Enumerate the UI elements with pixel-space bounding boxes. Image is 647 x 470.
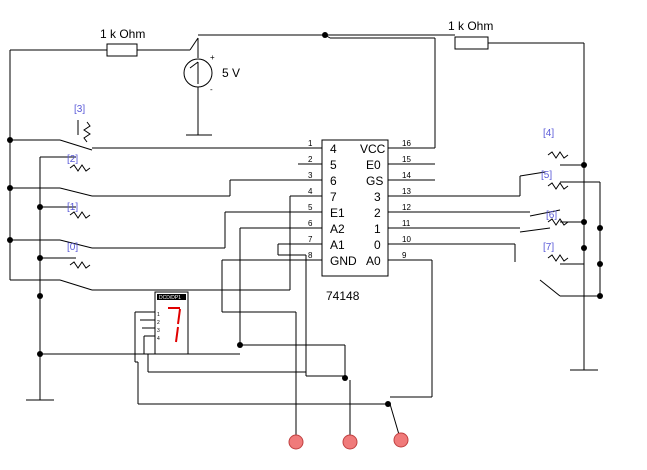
- voltage-source: + - 5 V: [183, 53, 240, 136]
- chip-74148: 74148 1 2 3 4 5 6 7 8 4 5 6 7 E1 A2 A1: [298, 139, 435, 303]
- switch-4[interactable]: [4]: [435, 128, 587, 197]
- switch-7-label: [7]: [543, 242, 554, 253]
- right-pin-num: 14: [402, 171, 411, 180]
- right-pin-num: 10: [402, 235, 411, 244]
- right-pin-label: 2: [374, 206, 381, 220]
- left-pin-num: 6: [308, 219, 313, 228]
- right-pins: 16 15 14 13 12 11 10 9 VCC E0 GS 3 2 1 0…: [360, 139, 435, 268]
- battery-plus: +: [210, 53, 215, 62]
- chip-name: 74148: [326, 289, 360, 303]
- left-pin-label: GND: [330, 254, 357, 268]
- left-pin-label: 5: [330, 158, 337, 172]
- switch-1-label: [1]: [67, 202, 78, 213]
- left-pin-num: 4: [308, 187, 313, 196]
- switch-5-label: [5]: [541, 170, 552, 181]
- right-pin-num: 11: [402, 219, 411, 228]
- right-pin-num: 12: [402, 203, 411, 212]
- display-pin: 2: [157, 320, 160, 326]
- left-pin-label: A1: [330, 238, 345, 252]
- left-pin-num: 1: [308, 139, 313, 148]
- switch-4-label: [4]: [543, 128, 554, 139]
- resistor-right: 1 k Ohm: [448, 19, 493, 50]
- right-pin-num: 16: [402, 139, 411, 148]
- left-pin-num: 7: [308, 235, 313, 244]
- left-pin-num: 5: [308, 203, 313, 212]
- switch-6-label: [6]: [546, 210, 557, 221]
- left-pins: 1 2 3 4 5 6 7 8 4 5 6 7 E1 A2 A1 GND: [298, 139, 357, 268]
- right-pin-label: E0: [366, 158, 381, 172]
- switch-6[interactable]: [6]: [435, 210, 603, 233]
- switch-2[interactable]: [2]: [7, 154, 298, 400]
- right-switch-bank: [4] [5] [6]: [435, 128, 603, 371]
- right-pin-num: 9: [402, 251, 407, 260]
- left-pin-num: 8: [308, 251, 313, 260]
- switch-0-label: [0]: [67, 242, 78, 253]
- left-pin-label: 4: [330, 142, 337, 156]
- switch-5[interactable]: [5]: [435, 170, 601, 296]
- seven-segment-display: DCD/DP1 1 2 3 4: [134, 291, 189, 363]
- right-pin-num: 13: [402, 187, 411, 196]
- probe-a2: [393, 432, 409, 448]
- output-probes: [288, 432, 409, 450]
- right-pin-label: 1: [374, 222, 381, 236]
- right-pin-label: A0: [366, 254, 381, 268]
- left-pin-label: 7: [330, 190, 337, 204]
- right-pin-label: VCC: [360, 142, 386, 156]
- left-pin-label: A2: [330, 222, 345, 236]
- battery-label: 5 V: [222, 66, 240, 80]
- right-pin-label: GS: [366, 174, 383, 188]
- display-pin: 3: [157, 328, 160, 334]
- resistor-left: 1 k Ohm: [100, 27, 145, 57]
- left-pin-num: 2: [308, 155, 313, 164]
- battery-minus: -: [210, 85, 213, 94]
- switch-1[interactable]: [1]: [7, 202, 298, 249]
- segment-c: [175, 326, 179, 343]
- display-pin: 1: [157, 312, 160, 318]
- display-label: DCD/DP1: [159, 295, 181, 301]
- switch-7[interactable]: [7]: [435, 242, 603, 299]
- left-pin-num: 3: [308, 171, 313, 180]
- right-pin-label: 0: [374, 238, 381, 252]
- probe-a0: [288, 434, 304, 450]
- right-pin-label: 3: [374, 190, 381, 204]
- right-pin-num: 15: [402, 155, 411, 164]
- output-wiring: [40, 227, 433, 439]
- switch-3-label: [3]: [74, 104, 85, 115]
- display-pin: 4: [157, 336, 160, 342]
- resistor-right-label: 1 k Ohm: [448, 19, 493, 33]
- power-rail: [9, 32, 585, 370]
- switch-3[interactable]: [3]: [7, 104, 298, 151]
- switch-2-label: [2]: [67, 154, 78, 165]
- left-pin-label: E1: [330, 206, 345, 220]
- switch-0[interactable]: [0]: [10, 195, 298, 291]
- left-switch-bank: [3] [2] [1]: [7, 104, 298, 401]
- segment-b: [177, 308, 181, 325]
- resistor-left-label: 1 k Ohm: [100, 27, 145, 41]
- left-pin-label: 6: [330, 174, 337, 188]
- probe-a1: [342, 434, 358, 450]
